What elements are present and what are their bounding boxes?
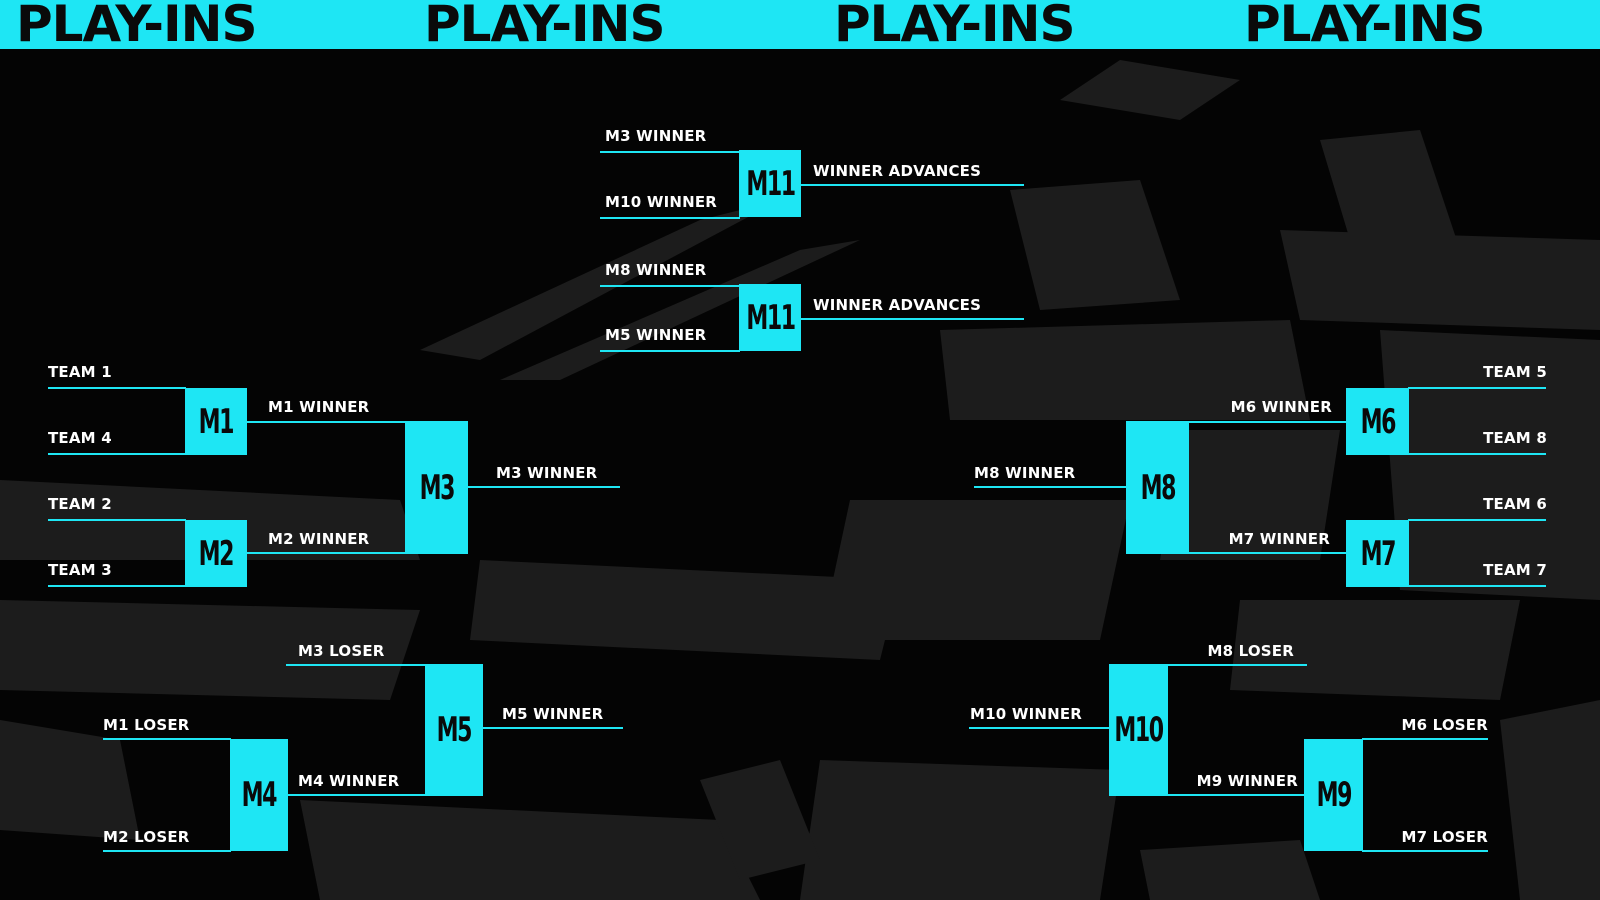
bracket-line xyxy=(1167,664,1307,666)
bracket-line xyxy=(1362,850,1488,852)
match-output-label: WINNER ADVANCES xyxy=(813,296,982,314)
bracket-line xyxy=(286,664,426,666)
banner-title: PLAY-INS xyxy=(16,0,257,49)
match-id: M10 xyxy=(1114,710,1164,750)
bracket-line xyxy=(247,421,405,423)
bracket-line xyxy=(1167,794,1305,796)
match-input-label: M8 WINNER xyxy=(605,261,707,279)
banner-title: PLAY-INS xyxy=(834,0,1075,49)
bracket-line xyxy=(800,318,1024,320)
match-input-label: M7 LOSER xyxy=(1401,828,1488,846)
team-label: TEAM 8 xyxy=(1483,429,1547,447)
bracket-line xyxy=(103,738,231,740)
match-id: M9 xyxy=(1316,775,1352,815)
match-output-label: M3 WINNER xyxy=(496,464,598,482)
team-label: TEAM 1 xyxy=(48,363,112,381)
bracket-line xyxy=(1408,519,1546,521)
bracket-line xyxy=(48,585,186,587)
match-m4-box: M4 xyxy=(230,739,288,851)
match-input-label: M3 WINNER xyxy=(605,127,707,145)
match-input-label: M8 LOSER xyxy=(1207,642,1294,660)
bracket-line xyxy=(103,850,231,852)
match-m8-box: M8 xyxy=(1126,421,1189,554)
team-label: TEAM 3 xyxy=(48,561,112,579)
match-id: M4 xyxy=(241,775,278,815)
bracket-line xyxy=(600,350,740,352)
match-m6-box: M6 xyxy=(1346,388,1409,455)
match-input-label: M10 WINNER xyxy=(605,193,718,211)
bracket-line xyxy=(1408,585,1546,587)
bracket-line xyxy=(247,552,405,554)
match-output-label: WINNER ADVANCES xyxy=(813,162,982,180)
match-m11-box: M11 xyxy=(739,150,801,217)
bracket-line xyxy=(48,453,186,455)
bracket-line xyxy=(974,486,1126,488)
banner-title: PLAY-INS xyxy=(1244,0,1485,49)
match-output-label: M8 WINNER xyxy=(974,464,1076,482)
match-id: M11 xyxy=(745,163,796,204)
match-id: M11 xyxy=(745,297,796,338)
bracket-line xyxy=(1188,421,1346,423)
match-id: M6 xyxy=(1360,401,1396,442)
match-m3-box: M3 xyxy=(405,421,468,554)
match-m11-box: M11 xyxy=(739,284,801,351)
match-input-label: M5 WINNER xyxy=(605,326,707,344)
match-m5-box: M5 xyxy=(425,664,483,796)
bracket-line xyxy=(1408,387,1546,389)
match-output-label: M9 WINNER xyxy=(1196,772,1298,790)
bracket-line xyxy=(800,184,1024,186)
match-output-label: M6 WINNER xyxy=(1230,398,1332,416)
bracket-line xyxy=(969,727,1109,729)
bracket-line xyxy=(600,285,740,287)
match-input-label: M6 LOSER xyxy=(1401,716,1488,734)
match-output-label: M1 WINNER xyxy=(268,398,370,416)
match-output-label: M10 WINNER xyxy=(970,705,1083,723)
bracket-line xyxy=(468,486,620,488)
match-id: M7 xyxy=(1360,533,1396,574)
match-input-label: M2 LOSER xyxy=(103,828,190,846)
match-m10-box: M10 xyxy=(1109,664,1168,796)
match-output-label: M7 WINNER xyxy=(1228,530,1330,548)
match-id: M8 xyxy=(1140,467,1176,508)
team-label: TEAM 7 xyxy=(1483,561,1547,579)
match-output-label: M5 WINNER xyxy=(502,705,604,723)
match-id: M1 xyxy=(198,401,235,442)
team-label: TEAM 5 xyxy=(1483,363,1547,381)
match-output-label: M2 WINNER xyxy=(268,530,370,548)
match-input-label: M3 LOSER xyxy=(298,642,385,660)
team-label: TEAM 4 xyxy=(48,429,112,447)
match-id: M5 xyxy=(436,710,473,750)
team-label: TEAM 6 xyxy=(1483,495,1547,513)
match-id: M2 xyxy=(198,533,235,574)
bracket-line xyxy=(600,217,740,219)
banner-title: PLAY-INS xyxy=(424,0,665,49)
bracket-line xyxy=(1362,738,1488,740)
bracket-line xyxy=(600,151,740,153)
team-label: TEAM 2 xyxy=(48,495,112,513)
match-input-label: M1 LOSER xyxy=(103,716,190,734)
bracket-line xyxy=(288,794,426,796)
match-m1-box: M1 xyxy=(185,388,247,455)
bracket-line xyxy=(1188,552,1346,554)
match-m9-box: M9 xyxy=(1304,739,1363,851)
match-m7-box: M7 xyxy=(1346,520,1409,587)
match-m2-box: M2 xyxy=(185,520,247,587)
match-output-label: M4 WINNER xyxy=(298,772,400,790)
bracket-line xyxy=(1408,453,1546,455)
match-id: M3 xyxy=(419,467,455,508)
bracket-line xyxy=(48,387,186,389)
bracket-line xyxy=(48,519,186,521)
bracket-line xyxy=(483,727,623,729)
play-ins-banner: PLAY-INS PLAY-INS PLAY-INS PLAY-INS xyxy=(0,0,1600,49)
